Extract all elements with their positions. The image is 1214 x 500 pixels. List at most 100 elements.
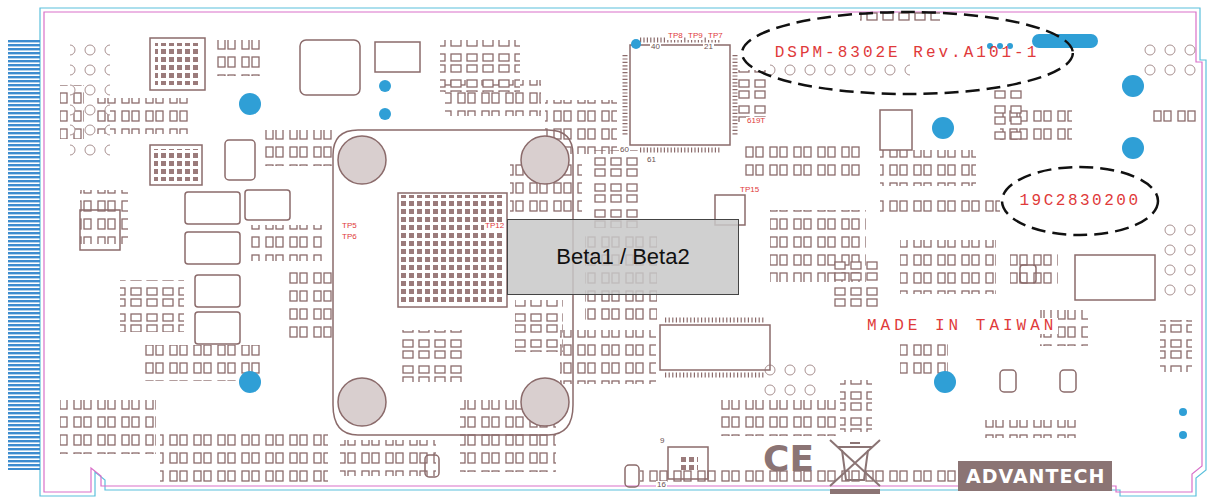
mounting-holes [239,34,1187,439]
board-art [521,378,569,426]
board-art [521,136,569,184]
board-art [440,40,520,92]
part-label: 619T [746,117,766,125]
board-art [1179,431,1187,439]
board-art [900,240,996,294]
board-art [830,260,878,312]
board-art [185,232,240,264]
board-art [195,312,240,344]
board-art [1000,370,1016,392]
board-art [880,110,912,150]
ce-mark: CE [763,441,814,477]
brand-logo: ADVANTECH [966,467,1105,486]
board-art [1140,40,1200,80]
board-art [1010,250,1058,286]
board-art [215,40,263,76]
pin-number: 60 [619,146,630,154]
board-art [155,43,200,85]
board-art [185,192,240,224]
board-art [1075,255,1155,300]
board-art [560,330,656,384]
board-art [985,420,1081,438]
board-art [720,400,840,436]
board-art [150,145,202,185]
board-art [300,40,360,95]
board-art [262,130,334,166]
test-holes [70,40,1200,402]
test-point: TP8 [667,32,684,40]
board-art [880,200,1000,218]
board-art [830,440,880,486]
board-art [1020,265,1036,283]
board-art [239,93,261,115]
board-art [1060,370,1076,392]
test-point: TP5 [341,222,358,230]
board-art [425,455,439,477]
board-art [630,45,730,145]
board-art [840,380,872,432]
board-art [625,465,639,487]
board-art [398,193,507,307]
board-art [934,371,956,393]
board-art [80,210,120,250]
pin-number: 16 [656,481,667,489]
board-art [40,8,1206,496]
chip-location-box: Beta1 / Beta2 [507,219,739,295]
board-art [740,140,860,176]
board-art [80,190,128,244]
dashed-ellipse-outline [742,12,1073,94]
board-art [338,136,386,184]
board-art [990,90,1022,142]
board-art [735,70,767,122]
pin-number: 61 [646,156,657,164]
board-art [631,39,641,49]
board-art [830,489,880,494]
test-point: TP9 [687,32,704,40]
logo-plate [958,461,1112,491]
board-art [160,430,328,484]
pin-number: 40 [650,43,661,51]
board-art [239,371,261,393]
test-point: TP12 [484,222,505,230]
board-art [590,150,638,228]
edge-connector [8,40,40,470]
node-text: Beta1 / Beta2 [556,244,689,270]
part-number-callout: DSPM-8302E Rev.A101-1 [740,10,1075,96]
board-art [150,38,205,90]
board-art [340,440,436,476]
pad-fields-vertical [120,40,1192,432]
board-art [1160,320,1192,372]
board-art [70,40,110,160]
board-art [760,362,820,402]
board-art [515,300,563,352]
test-point: TP15 [739,186,760,194]
test-point: TP6 [341,233,358,241]
board-art [375,42,420,72]
serial-number-callout: 19C2830200 [1000,165,1160,237]
board-art [880,150,976,186]
board-art [44,12,1202,492]
board-art [245,190,290,220]
board-art [770,62,910,82]
board-art [665,320,765,375]
dashed-ellipse-outline [1002,167,1158,235]
board-art [1150,110,1198,128]
board-art [900,340,948,376]
board-outline [40,8,1206,496]
board-art [1122,75,1144,97]
pin-number: 21 [703,43,714,51]
board-art [1122,137,1144,159]
board-art [400,330,464,382]
board-art [195,275,240,307]
board-art [660,325,770,370]
board-art [338,378,386,426]
board-art [1160,220,1200,300]
board-art [379,80,391,92]
components [80,10,1155,487]
board-art [678,455,698,471]
board-art [250,225,322,261]
board-art [932,117,954,139]
board-art [285,270,333,342]
board-art [625,40,735,150]
